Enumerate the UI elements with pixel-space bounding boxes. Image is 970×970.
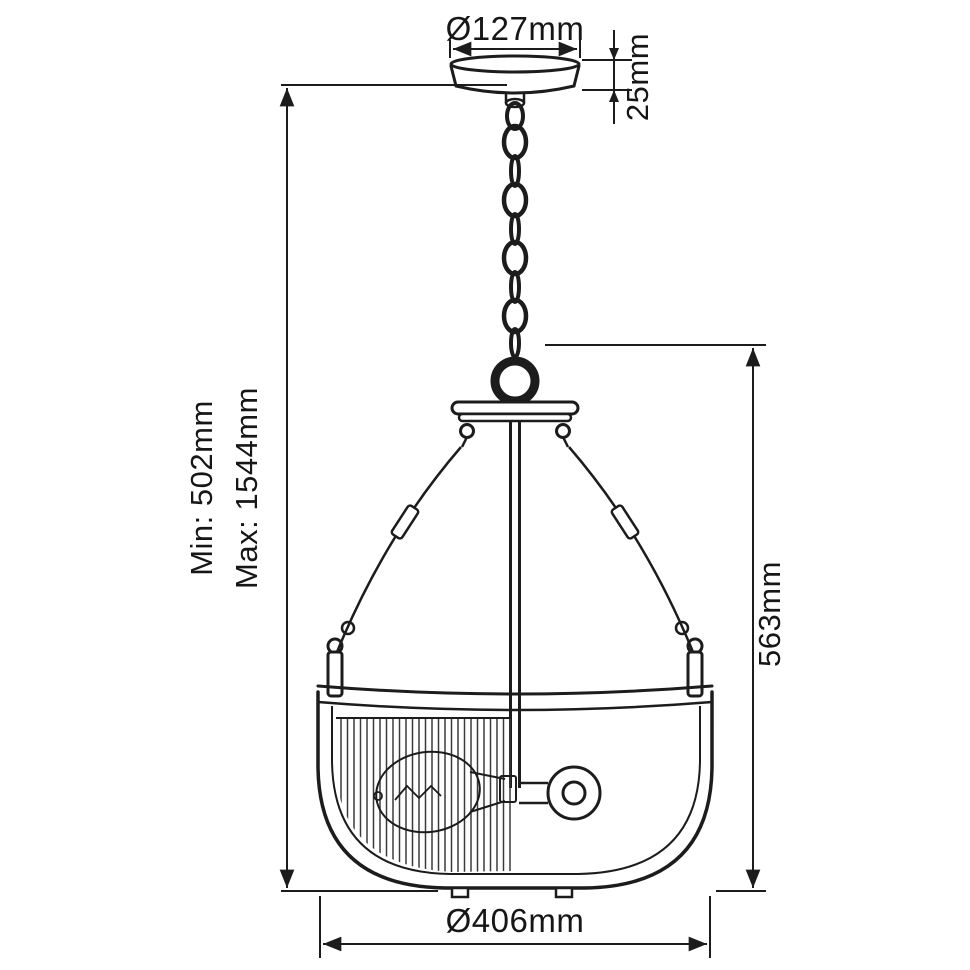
canopy-height-label: 25mm: [620, 33, 655, 121]
hanging-ring: [490, 356, 540, 406]
light-bulb-sketch: [373, 750, 517, 834]
ceiling-canopy: [449, 54, 581, 109]
canopy-diameter-label: Ø127mm: [446, 10, 585, 47]
suspension-cable-right: [555, 423, 704, 698]
fixture-height-dimension: 563mm: [545, 344, 787, 892]
canopy-diameter-dimension: Ø127mm: [446, 10, 585, 58]
shade-diameter-dimension: Ø406mm: [319, 896, 711, 958]
canopy-height-dimension: 25mm: [582, 30, 655, 124]
suspension-chain: [501, 101, 529, 359]
overall-drop-dimension: Min: 502mm Max: 1544mm: [184, 84, 507, 892]
drop-max-label: Max: 1544mm: [229, 387, 264, 589]
ribbed-glass: [336, 717, 512, 872]
shade-diameter-label: Ø406mm: [446, 902, 585, 939]
fixture-height-label: 563mm: [752, 561, 787, 667]
suspension-cable-left: [326, 423, 475, 698]
drop-min-label: Min: 502mm: [184, 400, 219, 576]
lamp-socket: [519, 765, 602, 821]
mounting-plate: [450, 400, 580, 423]
bowl-shade: [316, 684, 714, 899]
